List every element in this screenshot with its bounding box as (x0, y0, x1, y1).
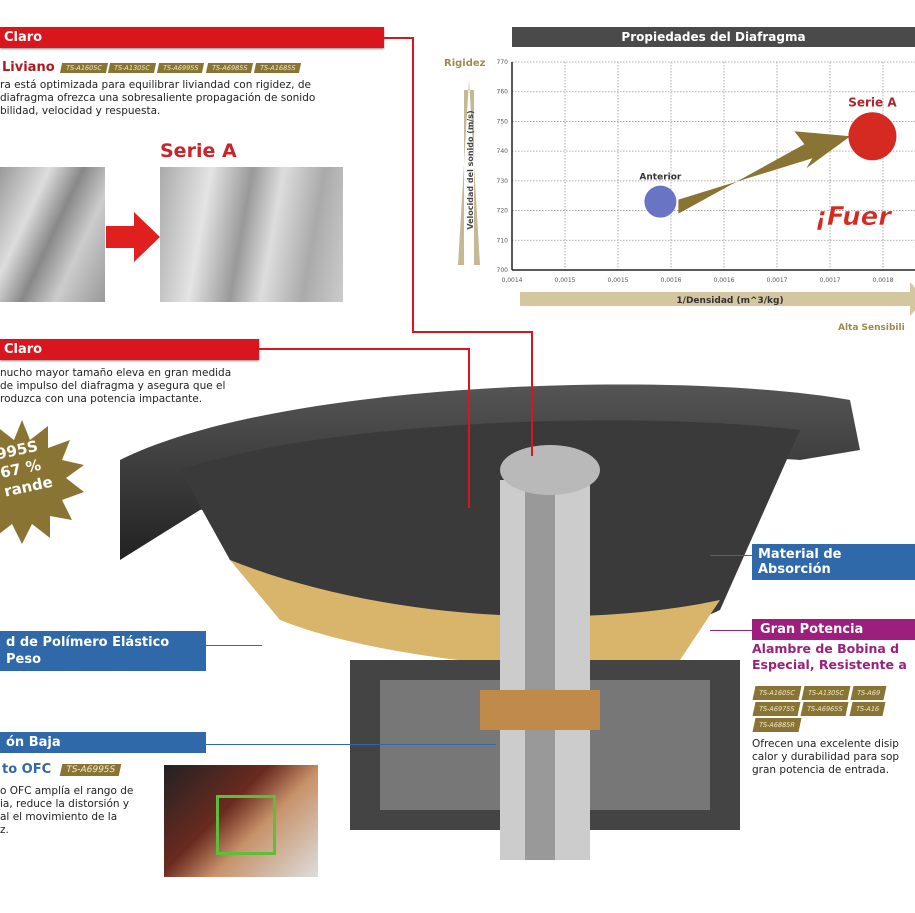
y-tick-label: 730 (497, 178, 509, 185)
text-line: Especial, Resistente a (752, 657, 907, 672)
slogan-text: ¡Fuer (815, 202, 893, 232)
arrow-right-icon (106, 212, 160, 262)
data-point-label: Anterior (639, 173, 681, 183)
callout-line (384, 37, 414, 39)
x-tick-label: 0,0015 (608, 277, 629, 284)
model-tag: TS-A6965S (800, 702, 850, 716)
light-description: ra está optimizada para equilibrar livia… (0, 79, 315, 118)
callout-line (259, 348, 469, 350)
model-tag: TS-A1305C (801, 686, 851, 700)
y-arrow-label: Rigidez (444, 58, 486, 69)
model-tag: TS-A1685S (254, 62, 302, 73)
model-tag: TS-A1305C (108, 62, 157, 73)
text-line: bilidad, velocidad y respuesta. (0, 105, 161, 117)
callout-line (206, 744, 496, 745)
large-description: nucho mayor tamaño eleva en gran medida … (0, 367, 231, 406)
text-line: gran potencia de entrada. (752, 764, 890, 776)
text-line: al el movimiento de la (0, 811, 118, 823)
y-tick-label: 770 (497, 59, 509, 66)
highlight-box (216, 795, 276, 855)
text-line: nucho mayor tamaño eleva en gran medida (0, 367, 232, 379)
header-text: Claro (4, 30, 43, 45)
model-tag: TS-A16 (849, 702, 886, 716)
y-axis-arrow (458, 80, 480, 265)
model-tag: TS-A6985S (205, 62, 254, 73)
text-line: diafragma ofrezca una sobresaliente prop… (0, 92, 316, 104)
text-line: Ofrecen una excelente disip (752, 738, 899, 750)
diaphragm-chart: 700 710 720 730 740 750 760 770 0,0014 0,0015 0,00… (444, 58, 915, 333)
y-tick-label: 710 (497, 237, 509, 244)
subtitle: Liviano (2, 60, 55, 75)
text-line: Alambre de Bobina d (752, 641, 900, 656)
starburst-badge (0, 420, 84, 544)
serie-a-label: Serie A (160, 140, 237, 162)
callout-line (710, 630, 752, 631)
model-tag: TS-A69 (850, 686, 887, 700)
callout-line (710, 555, 752, 556)
x-tick-label: 0,0017 (767, 277, 788, 284)
x-tick-label: 0,0015 (555, 277, 576, 284)
section-header-absorption: Material de Absorción (752, 544, 915, 580)
text-line: calor y durabilidad para sop (752, 751, 900, 763)
header-text: Peso (6, 652, 42, 667)
section-header-polymer: d de Polímero Elástico Peso (0, 631, 206, 671)
header-text: Gran Potencia (760, 622, 864, 637)
data-point (848, 112, 897, 161)
x-tick-label: 0,0016 (714, 277, 735, 284)
chart-title: Propiedades del Diafragma (512, 27, 915, 47)
header-text: Material de Absorción (758, 547, 842, 577)
model-tag: TS-A6995S (157, 62, 205, 73)
x-arrow-label: Alta Sensibili (838, 323, 905, 333)
speaker-cutaway-image (120, 384, 860, 860)
microscope-image-serie-a (160, 167, 343, 302)
x-tick-label: 0,0018 (873, 277, 894, 284)
low-subtitle-row: to OFC TS-A6995S (2, 762, 123, 777)
text-line: roduzca con una potencia impactante. (0, 393, 203, 405)
y-tick-label: 760 (497, 89, 509, 96)
header-text: d de Polímero Elástico (6, 635, 170, 650)
text-line: de impulso del diafragma y asegura que e… (0, 380, 226, 392)
text-line: ra está optimizada para equilibrar livia… (0, 79, 311, 91)
section-header-large: Claro (0, 339, 259, 360)
callout-line (412, 37, 414, 332)
data-point-label: Serie A (848, 95, 897, 109)
section-header-low: ón Baja (0, 732, 206, 753)
text-line: z. (0, 824, 9, 836)
y-axis-label: Velocidad del sonido (m/s) (466, 110, 475, 229)
x-axis-arrow (520, 282, 915, 316)
section-header-power: Gran Potencia (752, 619, 915, 640)
x-tick-label: 0,0017 (820, 277, 841, 284)
model-tag: TS-A1605C (59, 62, 108, 73)
y-tick-label: 740 (497, 148, 509, 155)
y-tick-label: 720 (497, 208, 509, 215)
trend-arrow (678, 131, 851, 214)
microscope-image-before (0, 167, 105, 302)
callout-line (468, 348, 470, 508)
x-tick-label: 0,0016 (661, 277, 682, 284)
header-text: Claro (4, 342, 43, 357)
subtitle: to OFC (2, 762, 52, 777)
model-tag: TS-A6975S (752, 702, 801, 716)
y-tick-label: 750 (497, 118, 509, 125)
section-header-light: Claro (0, 27, 384, 48)
model-tag: TS-A6995S (59, 763, 122, 776)
power-description: Ofrecen una excelente disip calor y dura… (752, 738, 899, 777)
text-line: ia, reduce la distorsión y (0, 798, 130, 810)
power-subtitle: Alambre de Bobina d Especial, Resistente… (752, 641, 907, 673)
model-tag: TS-A6885R (752, 718, 802, 732)
model-tag: TS-A1605C (752, 686, 802, 700)
x-tick-label: 0,0014 (502, 277, 523, 284)
ofc-detail-image (164, 765, 318, 877)
x-axis-label: 1/Densidad (m^3/kg) (676, 296, 783, 306)
callout-line (206, 645, 262, 646)
callout-line (531, 331, 533, 456)
text-line: o OFC amplía el rango de (0, 785, 134, 797)
low-description: o OFC amplía el rango de ia, reduce la d… (0, 785, 133, 837)
callout-line (412, 331, 532, 333)
header-text: ón Baja (6, 735, 61, 750)
data-point (644, 185, 677, 218)
light-subtitle-row: Liviano TS-A1605C TS-A1305C TS-A6995S TS… (2, 60, 304, 75)
y-tick-label: 700 (497, 267, 509, 274)
